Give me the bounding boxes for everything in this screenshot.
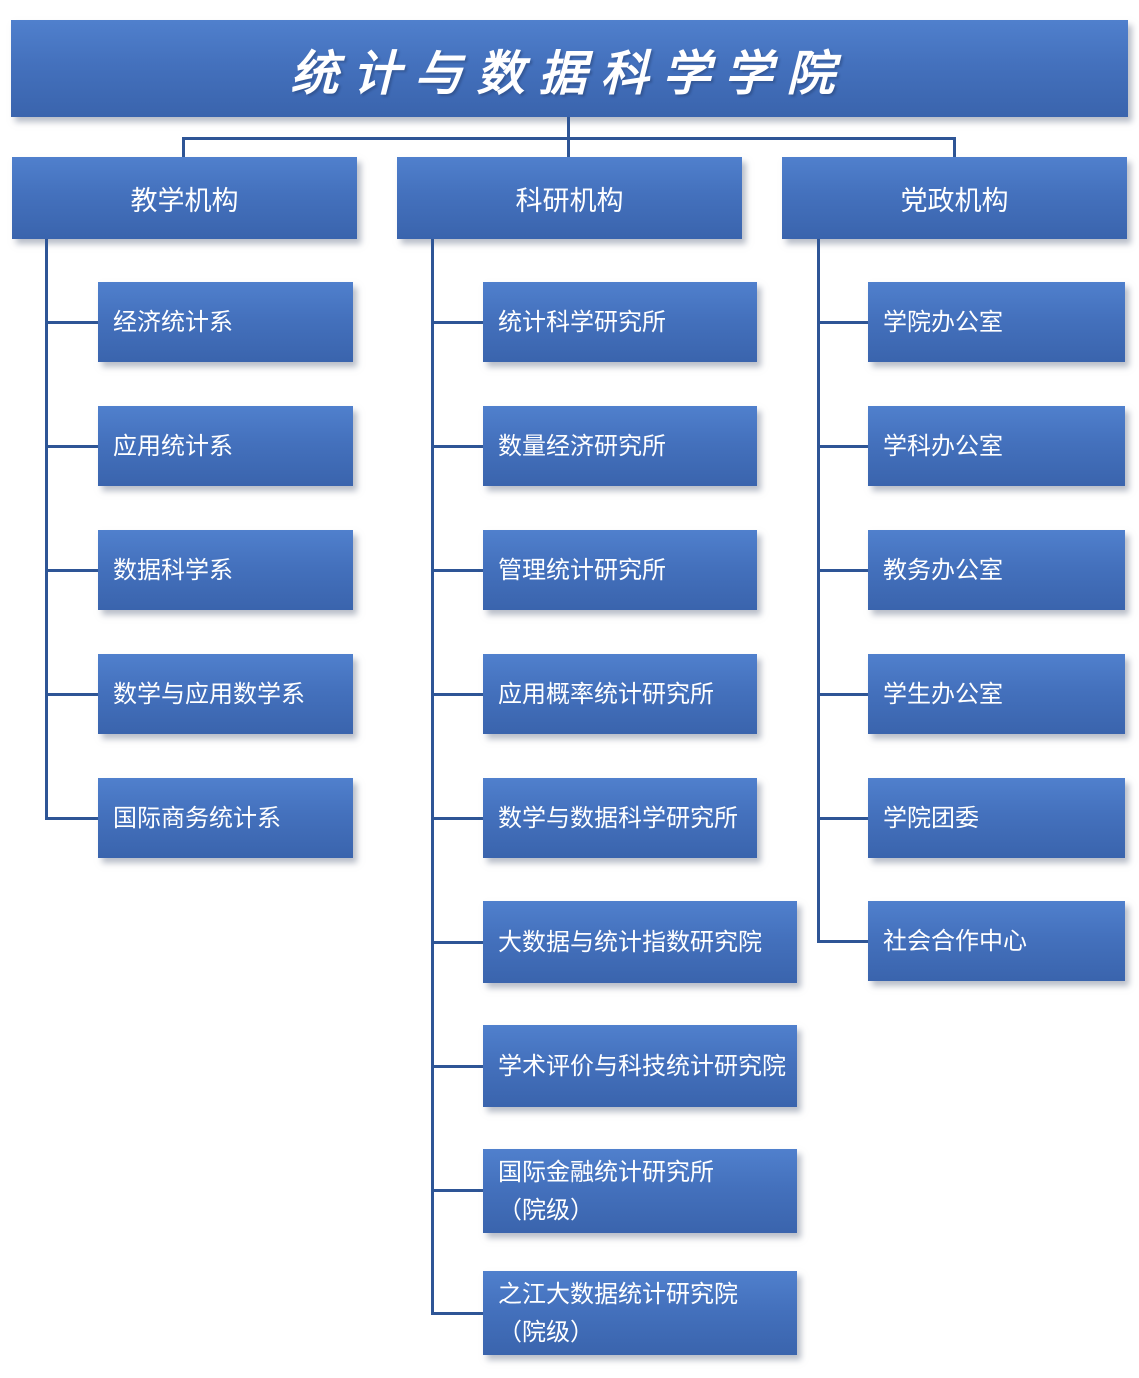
connector-drop-party <box>953 137 956 159</box>
connector-root-stem <box>567 117 570 140</box>
org-branch-teaching: 教学机构 <box>12 157 357 239</box>
org-node-yingyong-gailv-suo: 应用概率统计研究所 <box>483 654 757 734</box>
connector-column-research <box>431 239 434 1315</box>
org-node-label: 应用概率统计研究所 <box>498 679 714 708</box>
connector-stub <box>431 1312 483 1315</box>
org-node-shuliang-jingji-suo: 数量经济研究所 <box>483 406 757 486</box>
connector-stub <box>45 321 98 324</box>
org-node-xueyuan-bangongshi: 学院办公室 <box>868 282 1125 362</box>
connector-stub <box>431 693 483 696</box>
org-node-label: 数据科学系 <box>113 555 233 584</box>
org-node-label: 数学与应用数学系 <box>113 679 305 708</box>
org-node-label: 教务办公室 <box>883 555 1003 584</box>
connector-column-teaching <box>45 239 48 820</box>
connector-stub <box>45 817 98 820</box>
connector-stub <box>817 940 868 943</box>
connector-stub <box>817 817 868 820</box>
org-branch-label: 科研机构 <box>515 185 624 217</box>
connector-stub <box>817 445 868 448</box>
org-node-xueshu-pingjia-yuan: 学术评价与科技统计研究院 <box>483 1025 797 1107</box>
org-node-dashuju-zhishu-yuan: 大数据与统计指数研究院 <box>483 901 797 983</box>
org-branch-research: 科研机构 <box>397 157 742 239</box>
org-node-label: 社会合作中心 <box>883 926 1027 955</box>
org-node-guoji-shangwu: 国际商务统计系 <box>98 778 353 858</box>
connector-stub <box>817 321 868 324</box>
org-node-label: 学术评价与科技统计研究院 <box>498 1051 786 1080</box>
org-branch-label: 教学机构 <box>130 185 239 217</box>
org-node-label: 国际商务统计系 <box>113 803 281 832</box>
org-node-xueyuan-tuanwei: 学院团委 <box>868 778 1125 858</box>
org-node-guoji-jinrong-suo: 国际金融统计研究所 （院级） <box>483 1149 797 1233</box>
org-root-node: 统计与数据科学学院 <box>11 20 1128 117</box>
org-node-label: 国际金融统计研究所 <box>498 1157 714 1186</box>
org-node-label: 数量经济研究所 <box>498 431 666 460</box>
connector-stub <box>45 569 98 572</box>
org-node-tongji-kexue-suo: 统计科学研究所 <box>483 282 757 362</box>
org-node-yingyong-tongji: 应用统计系 <box>98 406 353 486</box>
org-node-label: 学院团委 <box>883 803 979 832</box>
org-node-jiaowu-bangongshi: 教务办公室 <box>868 530 1125 610</box>
org-node-label: 统计科学研究所 <box>498 307 666 336</box>
org-root-title: 统计与数据科学学院 <box>290 45 849 102</box>
connector-stub <box>817 693 868 696</box>
org-node-jingji-tongji: 经济统计系 <box>98 282 353 362</box>
org-node-shuxue-shuju-suo: 数学与数据科学研究所 <box>483 778 757 858</box>
connector-stub <box>45 693 98 696</box>
connector-stub <box>431 1065 483 1068</box>
connector-stub <box>431 569 483 572</box>
org-node-label-line2: （院级） <box>498 1318 594 1346</box>
connector-column-party <box>817 239 820 943</box>
connector-stub <box>431 445 483 448</box>
org-node-zhijiang-dashuju-yuan: 之江大数据统计研究院 （院级） <box>483 1271 797 1355</box>
connector-stub <box>431 1189 483 1192</box>
org-branch-party: 党政机构 <box>782 157 1127 239</box>
connector-stub <box>431 817 483 820</box>
org-node-label: 经济统计系 <box>113 307 233 336</box>
org-node-label: 学科办公室 <box>883 431 1003 460</box>
org-node-label: 之江大数据统计研究院 <box>498 1279 738 1308</box>
org-node-guanli-tongji-suo: 管理统计研究所 <box>483 530 757 610</box>
connector-stub <box>431 941 483 944</box>
org-node-label-line2: （院级） <box>498 1196 594 1224</box>
org-node-xuesheng-bangongshi: 学生办公室 <box>868 654 1125 734</box>
connector-stub <box>817 569 868 572</box>
org-node-shuxue-yingyong: 数学与应用数学系 <box>98 654 353 734</box>
org-node-shehui-hezuo: 社会合作中心 <box>868 901 1125 981</box>
org-node-shuju-kexue: 数据科学系 <box>98 530 353 610</box>
org-node-xueke-bangongshi: 学科办公室 <box>868 406 1125 486</box>
org-branch-label: 党政机构 <box>900 185 1009 217</box>
connector-stub <box>431 321 483 324</box>
org-node-label: 数学与数据科学研究所 <box>498 803 738 832</box>
org-node-label: 应用统计系 <box>113 431 233 460</box>
org-node-label: 学院办公室 <box>883 307 1003 336</box>
org-node-label: 学生办公室 <box>883 679 1003 708</box>
connector-drop-teaching <box>182 137 185 159</box>
connector-drop-research <box>567 137 570 159</box>
org-node-label: 管理统计研究所 <box>498 555 666 584</box>
connector-stub <box>45 445 98 448</box>
org-node-label: 大数据与统计指数研究院 <box>498 927 762 956</box>
